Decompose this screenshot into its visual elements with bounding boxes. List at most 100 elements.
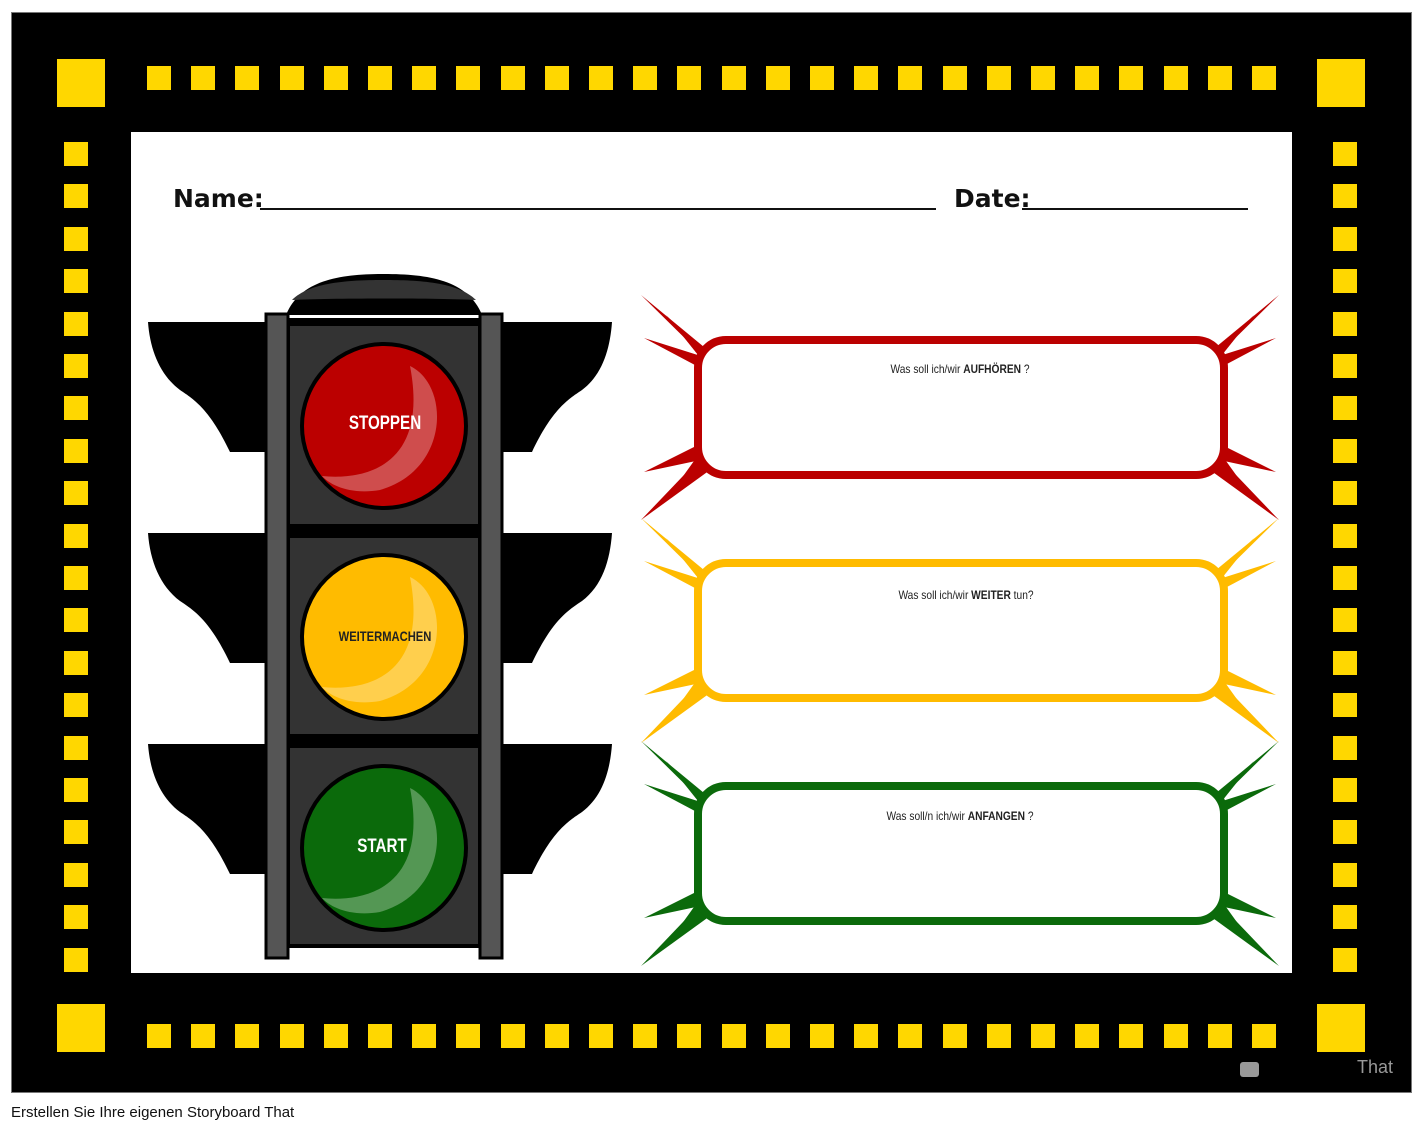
border-square — [810, 66, 834, 90]
border-square — [64, 735, 88, 760]
border-square — [589, 66, 613, 90]
border-square — [1333, 650, 1357, 675]
spike — [644, 561, 710, 596]
border-square — [64, 862, 88, 887]
border-square — [500, 1024, 525, 1048]
border-square — [677, 1024, 702, 1048]
border-square — [456, 66, 481, 90]
border-square — [64, 481, 88, 506]
border-square — [147, 1024, 171, 1048]
border-square — [898, 1024, 923, 1048]
border-square — [57, 59, 105, 107]
border-square — [64, 396, 88, 421]
spike — [1210, 454, 1279, 520]
border-square — [986, 66, 1011, 90]
border-square — [1333, 778, 1357, 802]
border-square — [1207, 1024, 1232, 1048]
border-square — [456, 1024, 481, 1048]
border-square — [1333, 735, 1357, 760]
border-square — [64, 438, 88, 463]
border-square — [633, 66, 658, 90]
border-square — [64, 778, 88, 802]
border-square — [1333, 566, 1357, 590]
border-square — [810, 1024, 834, 1048]
border-square — [633, 1024, 658, 1048]
border-square — [1119, 66, 1144, 90]
start-question: Was soll/n ich/wir ANFANGEN ? — [886, 809, 1034, 823]
border-square — [1075, 1024, 1100, 1048]
date-field[interactable] — [1022, 208, 1248, 210]
border-square — [1333, 226, 1357, 251]
answer-box[interactable] — [694, 559, 1228, 702]
border-square — [765, 66, 790, 90]
border-square — [1333, 184, 1357, 209]
border-square — [1333, 311, 1357, 336]
border-square — [191, 66, 216, 90]
border-square — [64, 566, 88, 590]
border-square — [500, 66, 525, 90]
border-square — [1333, 523, 1357, 548]
border-square — [368, 66, 392, 90]
border-square — [1075, 66, 1100, 90]
border-square — [898, 66, 923, 90]
stop-question: Was soll ich/wir AUFHÖREN ? — [890, 362, 1030, 376]
border-square — [854, 1024, 879, 1048]
spike — [644, 665, 710, 695]
name-field[interactable] — [260, 208, 936, 210]
footer-text[interactable]: Erstellen Sie Ihre eigenen Storyboard Th… — [11, 1104, 295, 1121]
border-square — [1163, 1024, 1188, 1048]
border-square — [1163, 66, 1188, 90]
border-square — [1119, 1024, 1144, 1048]
border-square — [544, 1024, 569, 1048]
border-square — [235, 1024, 260, 1048]
border-square — [279, 66, 304, 90]
border-square — [64, 820, 88, 845]
border-square — [64, 311, 88, 336]
spike — [1210, 900, 1279, 966]
spike — [641, 900, 710, 966]
border-square — [1031, 1024, 1055, 1048]
border-square — [986, 1024, 1011, 1048]
border-square — [412, 1024, 437, 1048]
answer-box[interactable] — [694, 336, 1228, 479]
speech-bubble-icon — [1240, 1062, 1259, 1077]
border-square — [544, 66, 569, 90]
border-square — [942, 1024, 967, 1048]
answer-box[interactable] — [694, 782, 1228, 925]
border-square — [368, 1024, 392, 1048]
border-square — [1031, 66, 1055, 90]
spike — [641, 454, 710, 520]
border-square — [323, 66, 348, 90]
border-square — [854, 66, 879, 90]
border-square — [1333, 142, 1357, 166]
yellow-light-label: WEITERMACHEN — [338, 628, 432, 644]
border-square — [64, 905, 88, 930]
border-square — [1333, 481, 1357, 506]
border-square — [1252, 1024, 1276, 1048]
spike — [644, 784, 710, 819]
border-square — [721, 66, 746, 90]
border-square — [147, 66, 171, 90]
border-square — [64, 947, 88, 972]
border-square — [1333, 354, 1357, 378]
border-square — [1333, 438, 1357, 463]
border-square — [589, 1024, 613, 1048]
border-square — [1333, 608, 1357, 633]
border-square — [1333, 905, 1357, 930]
green-light-label: START — [357, 836, 407, 857]
border-square — [721, 1024, 746, 1048]
spike — [644, 338, 710, 373]
border-square — [279, 1024, 304, 1048]
border-square — [64, 693, 88, 718]
border-square — [765, 1024, 790, 1048]
spike — [644, 442, 710, 472]
border-square — [1333, 862, 1357, 887]
border-square — [64, 226, 88, 251]
red-light-label: STOPPEN — [348, 413, 422, 434]
border-square — [235, 66, 260, 90]
border-square — [1333, 693, 1357, 718]
border-square — [1333, 269, 1357, 294]
border-square — [64, 523, 88, 548]
border-square — [64, 184, 88, 209]
